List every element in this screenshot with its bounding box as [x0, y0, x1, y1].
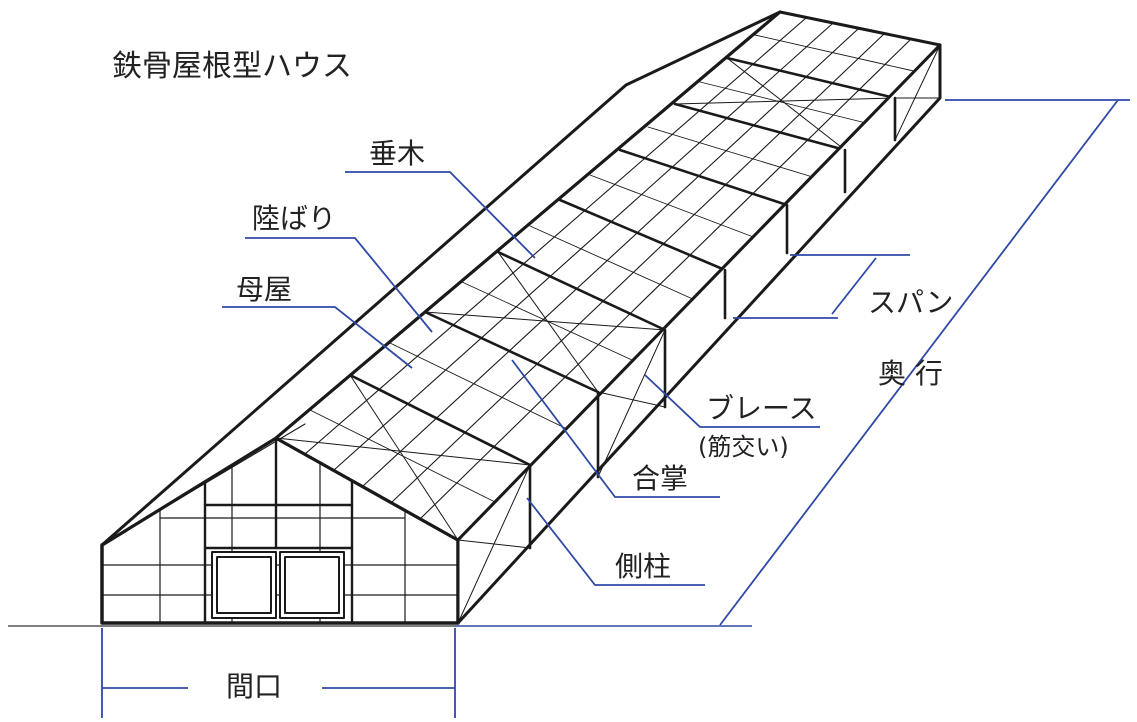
label-moya: 母屋	[236, 273, 293, 306]
greenhouse-structure	[100, 10, 942, 625]
label-taruki: 垂木	[369, 137, 426, 170]
label-gassho: 合掌	[632, 462, 689, 495]
label-brace-sub: (筋交い)	[698, 433, 789, 461]
diagram-title: 鉄骨屋根型ハウス	[112, 49, 352, 84]
label-maguchi: 間口	[226, 670, 283, 703]
label-okuyuki: 奥 行	[878, 357, 943, 390]
label-brace: ブレース	[706, 392, 817, 425]
label-rikubari: 陸ばり	[252, 202, 337, 235]
front-door	[211, 551, 345, 619]
leader-lines	[101, 99, 1130, 718]
label-span: スパン	[868, 286, 954, 319]
label-sokuchu: 側柱	[615, 550, 672, 583]
